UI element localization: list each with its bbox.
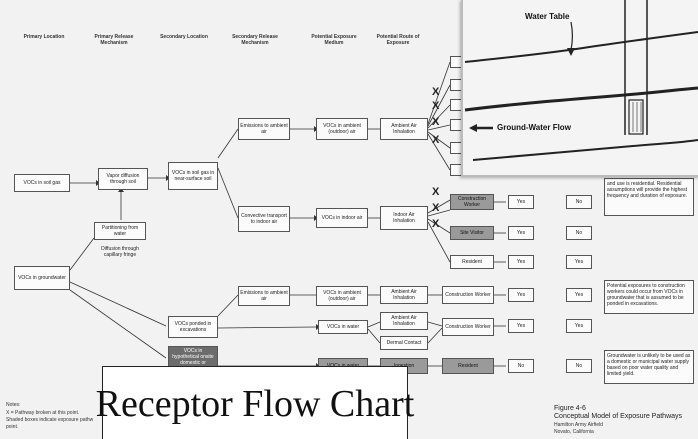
- answer-future: Yes: [566, 319, 592, 333]
- box-vocs-soil-gas: VOCs in soil gas: [14, 174, 70, 192]
- figure-title: Conceptual Model of Exposure Pathways: [554, 413, 683, 420]
- box-partitioning: Partitioning from water: [94, 222, 146, 240]
- answer-current: Yes: [508, 195, 534, 209]
- receptor-resident-2: Resident: [442, 358, 494, 374]
- notes-line: Shaded boxes indicate exposure pathw: [6, 417, 94, 423]
- x-mark: X: [432, 202, 440, 214]
- answer-current: Yes: [508, 226, 534, 240]
- box-ambient-inhalation-3: Ambient Air Inhalation: [380, 312, 428, 330]
- x-mark: X: [432, 134, 440, 146]
- receptor-site-visitor: Site Visitor: [450, 226, 494, 240]
- x-mark: X: [432, 100, 440, 112]
- water-table-label: Water Table: [525, 12, 570, 21]
- answer-future: No: [566, 226, 592, 240]
- answer-current: Yes: [508, 288, 534, 302]
- header-secondary-location: Secondary Location: [160, 34, 208, 40]
- header-secondary-release: Secondary Release Mechanism: [232, 34, 278, 46]
- receptor-resident-1: Resident: [450, 255, 494, 269]
- answer-future: Yes: [566, 255, 592, 269]
- header-route-of-exposure: Potential Route of Exposure: [376, 34, 420, 46]
- receptor-construction-worker-2: Construction Worker: [442, 286, 494, 304]
- box-indoor-inhalation: Indoor Air Inhalation: [380, 206, 428, 230]
- box-dermal-contact: Dermal Contact: [380, 336, 428, 350]
- box-ambient-inhalation-1: Ambient Air Inhalation: [380, 118, 428, 140]
- figure-location: Hamilton Army Airfield: [554, 422, 603, 428]
- figure-number: Figure 4-6: [554, 405, 586, 412]
- notes-heading: Notes:: [6, 402, 21, 408]
- box-indoor-air: VOCs in indoor air: [316, 208, 368, 228]
- header-primary-location: Primary Location: [23, 34, 65, 40]
- box-emissions-ambient-2: Emissions to ambient air: [238, 286, 290, 306]
- label-diffusion-fringe: Diffusion through capillary fringe: [101, 246, 139, 258]
- box-vocs-ponded: VOCs ponded in excavations: [168, 316, 218, 338]
- x-mark: X: [432, 116, 440, 128]
- header-exposure-medium: Potential Exposure Medium: [311, 34, 357, 46]
- box-near-surface-soil: VOCs in soil gas in near-surface soil: [168, 162, 218, 190]
- answer-current: Yes: [508, 319, 534, 333]
- rationale-note-construction: Potential exposures to construction work…: [604, 280, 694, 314]
- box-emissions-ambient-1: Emissions to ambient air: [238, 118, 290, 140]
- box-ambient-air-2: VOCs in ambient (outdoor) air: [316, 286, 368, 306]
- ground-water-flow-label: Ground-Water Flow: [497, 123, 571, 132]
- answer-current: No: [508, 359, 534, 373]
- box-vocs-water: VOCs in water: [318, 320, 368, 334]
- rationale-note-residential: and use is residential. Residential assu…: [604, 178, 694, 216]
- box-vapor-diffusion: Vapor diffusion through soil: [98, 168, 148, 190]
- well-diagram-photo: Water Table Ground-Water Flow: [461, 0, 698, 177]
- answer-current: Yes: [508, 255, 534, 269]
- box-ambient-air-1: VOCs in ambient (outdoor) air: [316, 118, 368, 140]
- receptor-construction-worker-3: Construction Worker: [442, 318, 494, 336]
- x-mark: X: [432, 186, 440, 198]
- receptor-construction-worker-1: Construction Worker: [450, 194, 494, 210]
- box-vocs-groundwater: VOCs in groundwater: [14, 266, 70, 290]
- notes-line: X = Pathway broken at this point.: [6, 410, 80, 416]
- answer-future: Yes: [566, 288, 592, 302]
- box-convective-transport: Convective transport to indoor air: [238, 206, 290, 232]
- notes-line: point.: [6, 424, 19, 430]
- x-mark: X: [432, 86, 440, 98]
- figure-location: Novato, California: [554, 429, 594, 435]
- header-primary-release: Primary Release Mechanism: [94, 34, 134, 46]
- answer-future: No: [566, 195, 592, 209]
- rationale-note-groundwater: Groundwater is unlikely to be used as a …: [604, 350, 694, 384]
- well-diagram: [464, 0, 698, 161]
- x-mark: X: [432, 218, 440, 230]
- box-ambient-inhalation-2: Ambient Air Inhalation: [380, 286, 428, 304]
- slide-caption: Receptor Flow Chart: [96, 366, 414, 439]
- answer-future: No: [566, 359, 592, 373]
